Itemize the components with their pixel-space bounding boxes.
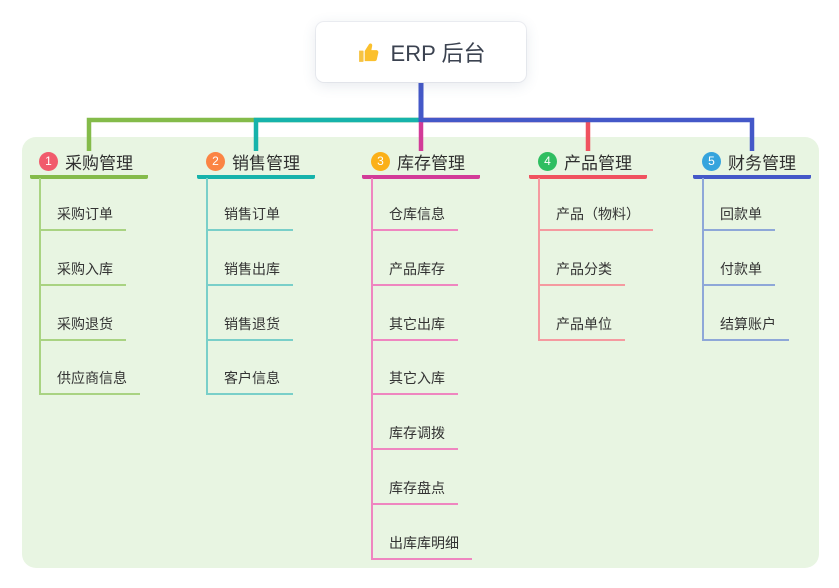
mindmap-canvas: [22, 137, 819, 568]
child-node[interactable]: 采购订单: [39, 205, 126, 231]
child-node[interactable]: 产品（物料）: [538, 205, 653, 231]
branch-child-connector: [538, 178, 540, 341]
child-node[interactable]: 出库库明细: [371, 534, 472, 560]
branch-number-badge: 1: [39, 151, 58, 171]
branch-label: 财务管理: [728, 153, 796, 173]
branch-label: 采购管理: [65, 153, 133, 173]
thumbs-up-icon: [357, 40, 382, 65]
child-node[interactable]: 回款单: [702, 205, 775, 231]
child-node[interactable]: 其它入库: [371, 369, 458, 396]
branch-child-connector: [39, 178, 41, 396]
branch-child-connector: [702, 178, 704, 341]
child-node[interactable]: 产品库存: [371, 260, 458, 286]
child-node[interactable]: 销售订单: [206, 205, 293, 231]
branch-node-2[interactable]: 2 销售管理: [197, 147, 315, 179]
branch-child-connector: [371, 178, 373, 560]
branch-number-badge: 5: [702, 151, 721, 171]
child-node[interactable]: 其它出库: [371, 315, 458, 341]
child-node[interactable]: 采购入库: [39, 260, 126, 286]
child-node[interactable]: 库存盘点: [371, 479, 458, 505]
child-node[interactable]: 供应商信息: [39, 369, 140, 396]
branch-label: 产品管理: [564, 153, 632, 173]
branch-number-badge: 4: [538, 151, 557, 171]
child-node[interactable]: 采购退货: [39, 315, 126, 341]
branch-node-3[interactable]: 3 库存管理: [362, 147, 480, 179]
branch-label: 库存管理: [397, 153, 465, 173]
branch-child-connector: [206, 178, 208, 396]
branch-number-badge: 3: [371, 151, 390, 171]
branch-node-1[interactable]: 1 采购管理: [30, 147, 148, 179]
root-node-label: ERP 后台: [390, 41, 486, 66]
child-node[interactable]: 仓库信息: [371, 205, 458, 231]
branch-label: 销售管理: [232, 153, 300, 173]
child-node[interactable]: 结算账户: [702, 315, 789, 341]
child-node[interactable]: 产品单位: [538, 315, 625, 341]
child-node[interactable]: 产品分类: [538, 260, 625, 286]
child-node[interactable]: 销售退货: [206, 315, 293, 341]
child-node[interactable]: 销售出库: [206, 260, 293, 286]
root-node[interactable]: ERP 后台: [316, 22, 526, 82]
child-node[interactable]: 库存调拨: [371, 424, 458, 451]
child-node[interactable]: 客户信息: [206, 369, 293, 396]
branch-node-4[interactable]: 4 产品管理: [529, 147, 647, 179]
child-node[interactable]: 付款单: [702, 260, 775, 286]
branch-number-badge: 2: [206, 151, 225, 171]
branch-node-5[interactable]: 5 财务管理: [693, 147, 811, 179]
